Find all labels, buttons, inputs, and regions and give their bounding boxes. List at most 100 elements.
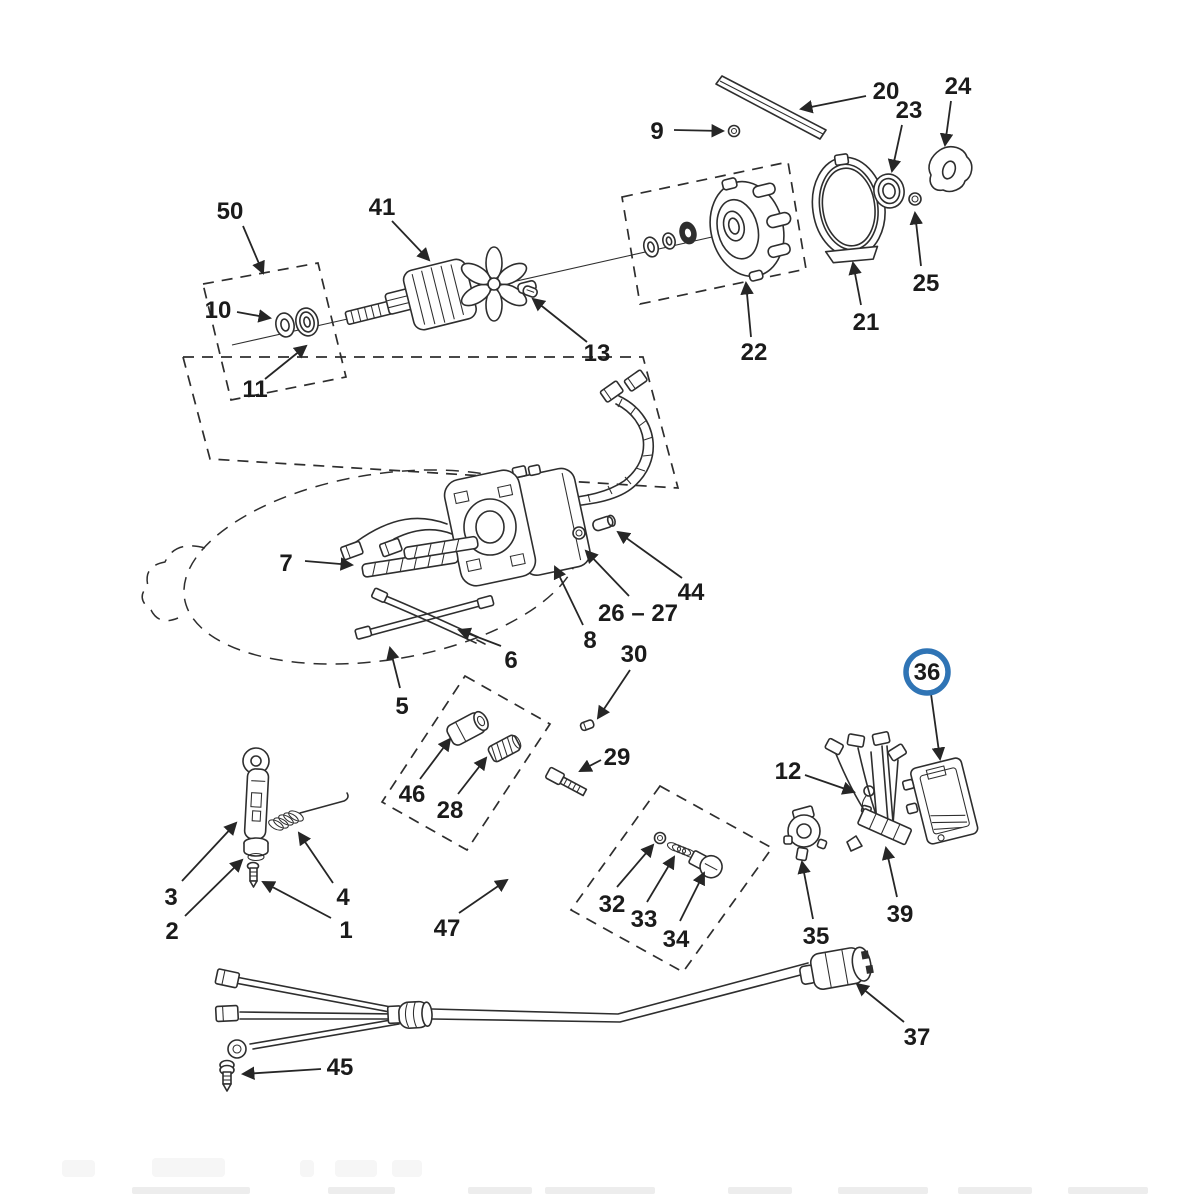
leader-1 bbox=[261, 881, 332, 919]
part-pin-44-drawing bbox=[592, 514, 616, 532]
group-box-46-28 bbox=[380, 674, 552, 852]
part-lead-wire-5-drawing bbox=[371, 587, 486, 645]
part-label-4: 4 bbox=[336, 884, 350, 911]
part-field-coil-drawing bbox=[557, 369, 655, 508]
part-band-21-drawing bbox=[811, 153, 886, 264]
part-sleeve-46-drawing bbox=[446, 710, 489, 746]
leader-46 bbox=[419, 737, 452, 780]
part-label-6: 6 bbox=[504, 647, 517, 674]
leader-9 bbox=[673, 124, 726, 138]
part-screw-34-drawing bbox=[688, 850, 723, 879]
part-label-29: 29 bbox=[604, 744, 631, 771]
leader-3 bbox=[181, 821, 238, 882]
footer-text-remnant bbox=[62, 1158, 1148, 1194]
part-label-12: 12 bbox=[775, 758, 802, 785]
part-label-3: 3 bbox=[164, 884, 177, 911]
part-label-50: 50 bbox=[217, 198, 244, 225]
leader-20 bbox=[799, 95, 867, 114]
part-label-1: 1 bbox=[339, 917, 352, 944]
mixer-body-ghost-nose bbox=[141, 545, 206, 622]
leader-37 bbox=[855, 982, 905, 1023]
leader-25 bbox=[909, 210, 923, 267]
leader-7 bbox=[304, 557, 355, 571]
leader-10 bbox=[236, 309, 272, 323]
leader-4 bbox=[297, 831, 334, 884]
part-governor-35-drawing bbox=[783, 805, 828, 862]
part-key-13-drawing bbox=[522, 285, 538, 298]
part-plug-37-drawing bbox=[799, 946, 874, 990]
group-box-50 bbox=[201, 262, 348, 401]
leader-44 bbox=[616, 530, 683, 579]
part-power-cord-drawing bbox=[214, 962, 813, 1059]
part-nut-26-27-drawing bbox=[572, 526, 586, 540]
part-washer-10-drawing bbox=[275, 312, 295, 338]
part-label-25: 25 bbox=[913, 270, 940, 297]
leader-arrows bbox=[181, 95, 954, 1081]
part-lever-3-drawing bbox=[242, 747, 270, 840]
part-labels: 50 10 11 41 13 9 20 23 24 25 21 22 7 8 2… bbox=[164, 73, 972, 1081]
part-label-10: 10 bbox=[205, 297, 232, 324]
part-label-13: 13 bbox=[584, 340, 611, 367]
leader-47 bbox=[458, 878, 509, 914]
leader-13 bbox=[531, 297, 588, 343]
part-label-20: 20 bbox=[873, 78, 900, 105]
part-nut-2-drawing bbox=[243, 837, 269, 862]
part-screw-1-drawing bbox=[246, 861, 260, 888]
leader-6 bbox=[457, 627, 502, 647]
part-label-34: 34 bbox=[663, 926, 690, 953]
group-box-22 bbox=[621, 160, 807, 306]
part-spring-strip-20-drawing bbox=[715, 75, 827, 140]
leader-32 bbox=[616, 843, 655, 888]
part-nut-32-drawing bbox=[653, 831, 667, 845]
leader-12 bbox=[804, 774, 856, 795]
leader-8 bbox=[553, 565, 584, 626]
part-lead-wire-6-drawing bbox=[354, 595, 495, 640]
group-box-32-34 bbox=[569, 784, 774, 974]
part-spring-4-drawing bbox=[268, 792, 349, 831]
part-ground-screw-45-drawing bbox=[219, 1059, 235, 1092]
group-box-motor bbox=[181, 356, 680, 489]
part-motor-housing-8-drawing bbox=[443, 464, 591, 587]
leader-33 bbox=[646, 855, 676, 903]
leader-24 bbox=[939, 100, 954, 148]
part-nut-25-drawing bbox=[908, 192, 922, 206]
part-brushes-7-drawing bbox=[339, 517, 479, 578]
part-bracket-24-drawing bbox=[928, 145, 973, 193]
leader-11 bbox=[264, 344, 308, 380]
fan-blades bbox=[460, 246, 528, 322]
part-label-28: 28 bbox=[437, 797, 464, 824]
part-label-45: 45 bbox=[327, 1054, 354, 1081]
part-label-11: 11 bbox=[242, 376, 267, 403]
part-label-37: 37 bbox=[904, 1024, 931, 1051]
part-label-46: 46 bbox=[399, 781, 426, 808]
part-nut-9-drawing bbox=[727, 124, 741, 138]
part-control-board-36-drawing bbox=[901, 757, 979, 845]
leader-41 bbox=[391, 220, 431, 262]
part-insert-28-drawing bbox=[487, 734, 522, 763]
leader-34 bbox=[679, 871, 705, 922]
leader-28 bbox=[457, 756, 488, 795]
leader-30 bbox=[596, 669, 631, 720]
part-label-36: 36 bbox=[914, 659, 941, 686]
leader-50 bbox=[242, 225, 265, 275]
part-label-23: 23 bbox=[896, 97, 923, 124]
leader-45 bbox=[240, 1066, 322, 1081]
part-label-5: 5 bbox=[395, 693, 408, 720]
part-armature-41-drawing bbox=[344, 246, 537, 331]
part-label-35: 35 bbox=[803, 923, 830, 950]
part-label-8: 8 bbox=[583, 627, 596, 654]
part-screw-29-drawing bbox=[545, 766, 588, 797]
part-label-9: 9 bbox=[650, 118, 663, 145]
part-bearing-housing-22-drawing bbox=[642, 177, 792, 282]
part-wire-harness-39-drawing bbox=[824, 731, 912, 852]
highlighted-part-callout-36[interactable]: 36 bbox=[903, 648, 951, 696]
part-label-44: 44 bbox=[678, 579, 705, 606]
part-bearing-11-drawing bbox=[295, 307, 319, 337]
part-label-24: 24 bbox=[945, 73, 972, 100]
part-label-26-27: 26 – 27 bbox=[598, 600, 678, 627]
leader-35 bbox=[797, 860, 814, 920]
part-label-2: 2 bbox=[165, 918, 178, 945]
part-label-41: 41 bbox=[369, 194, 396, 221]
